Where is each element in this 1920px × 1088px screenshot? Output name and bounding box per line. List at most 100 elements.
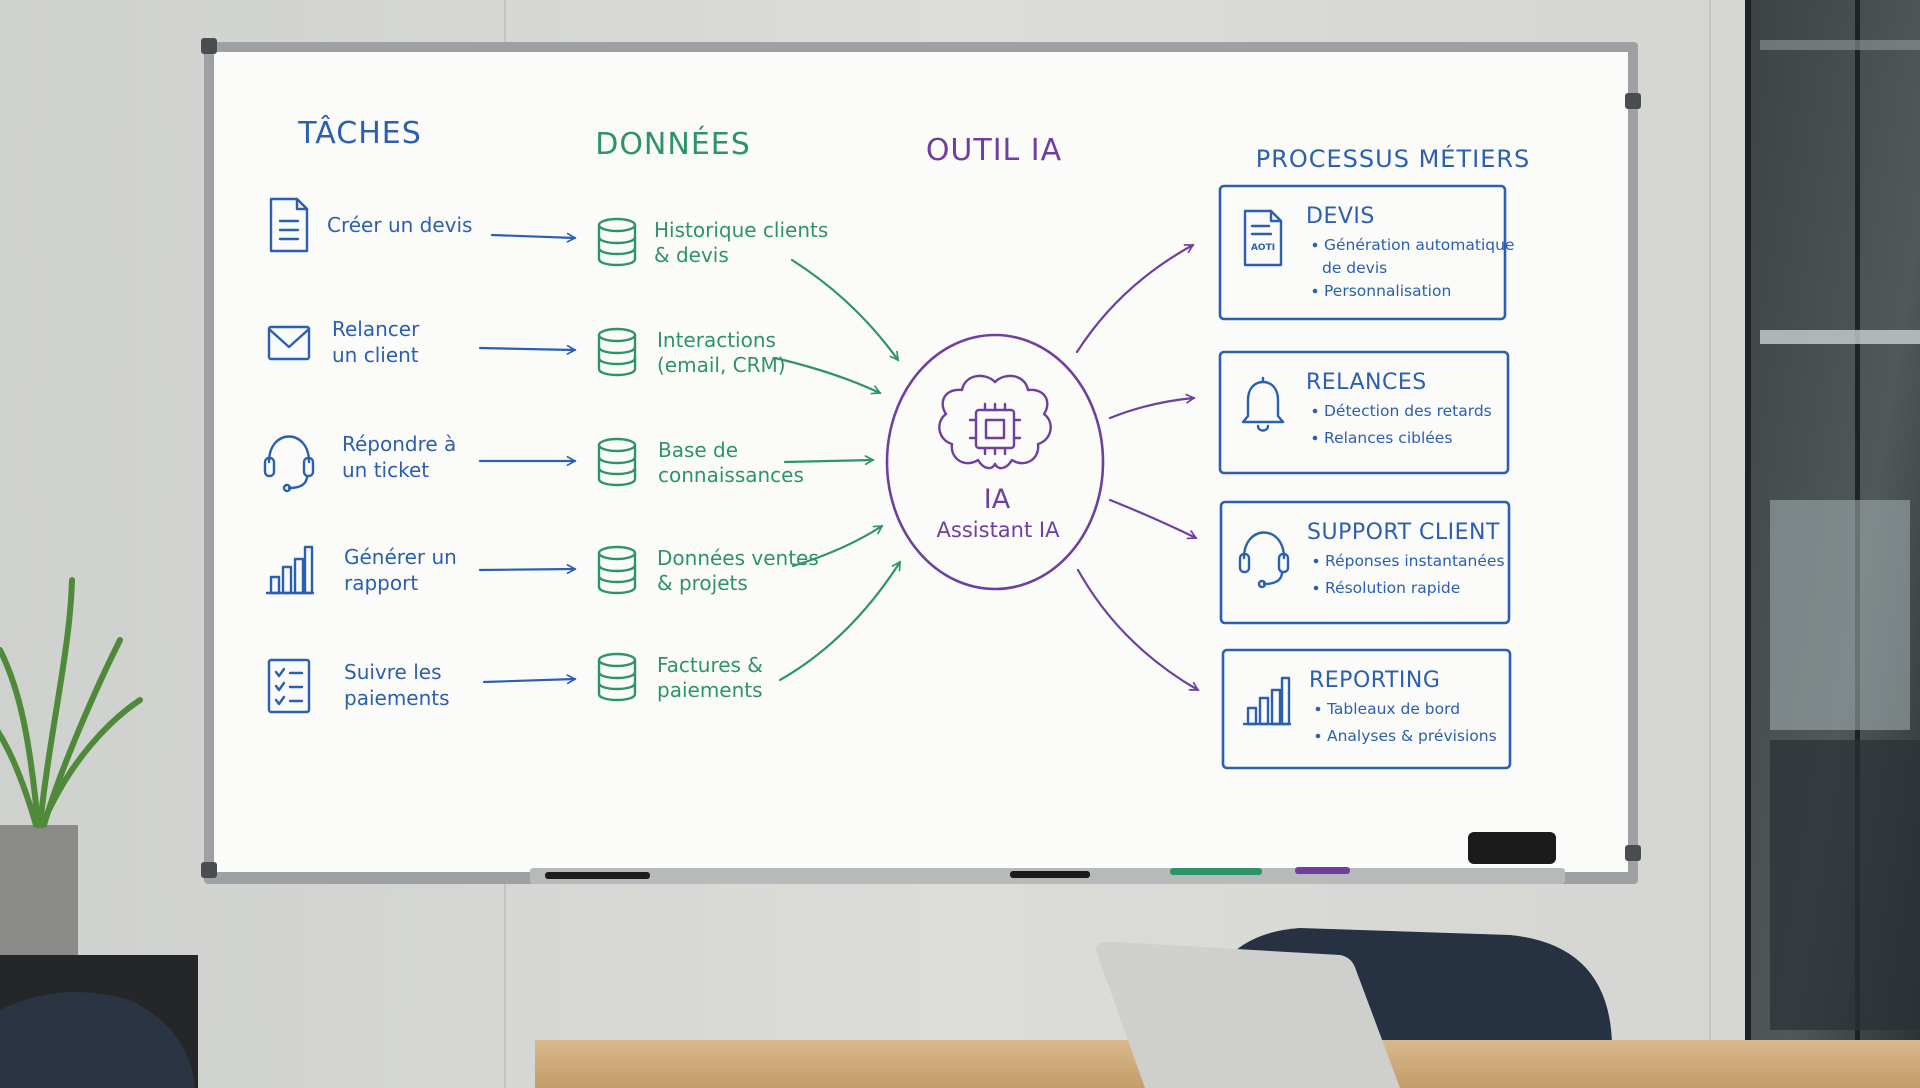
arrow <box>482 679 575 682</box>
bullet-dot <box>1313 558 1319 564</box>
process-bullet: Tableaux de bord <box>1326 700 1460 718</box>
board-corner <box>201 862 217 878</box>
column-header-outil: OUTIL IA <box>926 133 1062 168</box>
task-item: Créer un devis <box>269 197 472 253</box>
database-icon <box>597 327 637 377</box>
bar-chart-icon <box>265 545 315 595</box>
data-source-item: Données ventes& projets <box>597 545 819 595</box>
data-source-label: Historique clients <box>654 218 828 242</box>
bullet-dot <box>1315 706 1321 712</box>
bullet-dot <box>1315 733 1321 739</box>
ai-tool-title: IA <box>984 484 1011 515</box>
arrow <box>478 569 575 570</box>
column-header-processus: PROCESSUS MÉTIERS <box>1256 144 1531 173</box>
arrow <box>1108 498 1196 538</box>
task-to-data-arrows <box>478 235 575 682</box>
board-corner <box>201 38 217 54</box>
ai-tool-subtitle: Assistant IA <box>937 518 1061 542</box>
data-source-label: Interactions <box>657 328 776 352</box>
process-title: REPORTING <box>1309 668 1440 693</box>
data-column: Historique clients& devisInteractions(em… <box>597 217 828 702</box>
board-corner <box>1625 93 1641 109</box>
plant-leaves <box>0 577 143 828</box>
ai-tool-circle <box>885 333 1105 591</box>
whiteboard-surface <box>214 52 1628 872</box>
arrow <box>783 460 873 462</box>
arrow <box>1108 398 1194 420</box>
process-bullet: Réponses instantanées <box>1325 552 1505 570</box>
bullet-dot <box>1313 585 1319 591</box>
database-icon <box>597 437 637 487</box>
ceiling-light <box>1760 330 1920 344</box>
process-bullet: Personnalisation <box>1324 282 1451 300</box>
data-source-label: connaissances <box>658 463 804 487</box>
task-item: Répondre àun ticket <box>263 432 456 493</box>
arrow <box>490 235 575 238</box>
marker-green <box>1170 868 1262 875</box>
task-label: Relancer <box>332 317 420 341</box>
database-icon <box>597 217 637 267</box>
database-icon <box>597 652 637 702</box>
task-label: un client <box>332 343 419 367</box>
process-card-border <box>1221 648 1512 770</box>
process-title: DEVIS <box>1306 204 1375 229</box>
ai-to-process-arrows <box>1075 243 1198 692</box>
data-source-item: Historique clients& devis <box>597 217 828 267</box>
process-title: SUPPORT CLIENT <box>1307 520 1500 545</box>
invoice-icon: AOTI <box>1243 209 1283 267</box>
marker-black <box>545 872 650 879</box>
arrow <box>478 348 575 350</box>
bar-chart-icon <box>1242 676 1292 726</box>
document-icon <box>269 197 309 253</box>
data-source-label: & projets <box>657 571 748 595</box>
task-label: Suivre les <box>344 660 442 684</box>
column-header-taches: TÂCHES <box>297 115 422 151</box>
window-view <box>1770 500 1910 730</box>
data-to-ai-arrows <box>773 258 902 682</box>
bell-icon <box>1241 376 1285 432</box>
invoice-icon-label: AOTI <box>1251 243 1275 253</box>
process-card-border <box>1219 500 1511 625</box>
data-source-label: & devis <box>654 243 729 267</box>
process-bullet: de devis <box>1322 259 1387 277</box>
data-source-label: Base de <box>658 438 738 462</box>
data-source-item: Factures &paiements <box>597 652 763 702</box>
data-source-label: Données ventes <box>657 546 819 570</box>
process-bullet: Détection des retards <box>1324 402 1492 420</box>
ai-tool: IA Assistant IA <box>885 333 1105 591</box>
plant-pot <box>0 825 78 975</box>
eraser <box>1468 832 1556 864</box>
bullet-dot <box>1312 288 1318 294</box>
marker-purple <box>1295 867 1350 874</box>
board-corner <box>1625 845 1641 861</box>
task-label: rapport <box>344 571 418 595</box>
process-title: RELANCES <box>1306 370 1427 395</box>
marker-black <box>1010 871 1090 878</box>
process-card-border <box>1218 350 1510 475</box>
column-header-donnees: DONNÉES <box>595 126 751 162</box>
task-label: paiements <box>344 686 450 710</box>
task-label: un ticket <box>342 458 429 482</box>
process-card-border <box>1218 184 1507 321</box>
brain-chip-icon <box>938 374 1052 470</box>
process-bullet: Analyses & prévisions <box>1327 727 1497 745</box>
process-bullet: Relances ciblées <box>1324 429 1452 447</box>
task-label: Répondre à <box>342 432 456 456</box>
task-label: Créer un devis <box>327 213 472 237</box>
glass-frame <box>1745 0 1751 1088</box>
bullet-dot <box>1312 408 1318 414</box>
arrow <box>790 258 900 360</box>
checklist-icon <box>267 658 311 714</box>
data-source-label: Factures & <box>657 653 763 677</box>
envelope-icon <box>267 325 311 361</box>
bullet-dot <box>1312 435 1318 441</box>
